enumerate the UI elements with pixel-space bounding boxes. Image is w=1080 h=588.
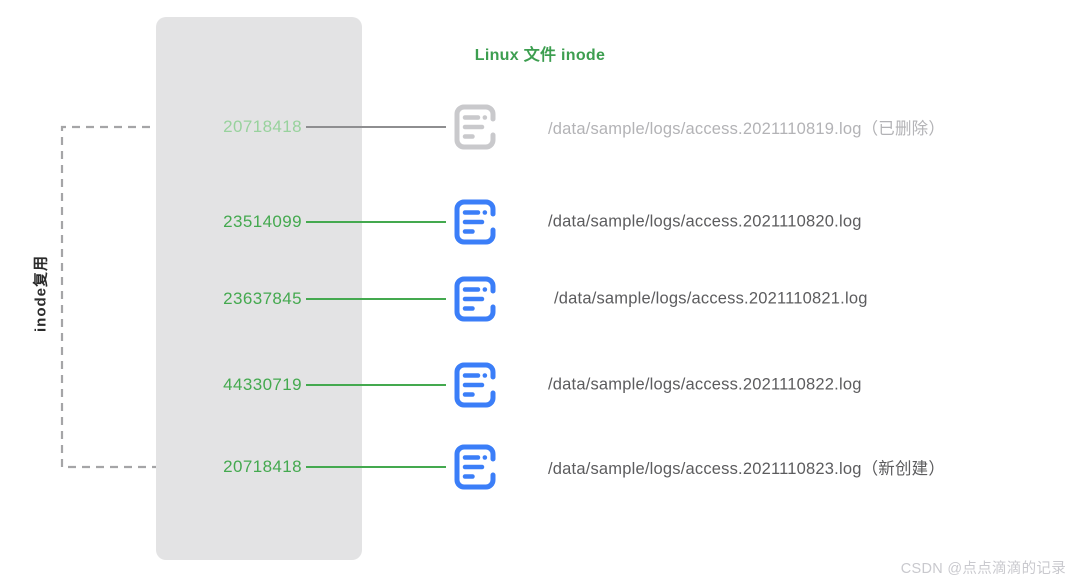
inode-row: 23514099 /data/sample/logs/access.202111… <box>0 195 1080 249</box>
inode-row: 44330719 /data/sample/logs/access.202111… <box>0 358 1080 412</box>
file-path: /data/sample/logs/access.2021110821.log <box>554 289 868 308</box>
connector-line <box>306 126 446 128</box>
inode-number: 23514099 <box>223 212 302 231</box>
log-file-icon <box>448 358 502 412</box>
inode-number: 23637845 <box>223 289 302 308</box>
log-file-icon <box>448 440 502 494</box>
inode-row: 23637845 /data/sample/logs/access.202111… <box>0 272 1080 326</box>
file-path: /data/sample/logs/access.2021110820.log <box>548 212 862 231</box>
inode-row: 20718418 /data/sample/logs/access.202111… <box>0 440 1080 494</box>
inode-number: 20718418 <box>223 117 302 136</box>
inode-number: 44330719 <box>223 375 302 394</box>
connector-line <box>306 466 446 468</box>
log-file-icon <box>448 195 502 249</box>
file-path: /data/sample/logs/access.2021110823.log（… <box>548 460 946 478</box>
inode-number: 20718418 <box>223 457 302 476</box>
file-path: /data/sample/logs/access.2021110819.log（… <box>548 120 946 138</box>
connector-line <box>306 298 446 300</box>
inode-panel <box>156 17 362 560</box>
panel-title: Linux 文件 inode <box>474 47 606 64</box>
connector-line <box>306 221 446 223</box>
connector-line <box>306 384 446 386</box>
inode-row: 20718418 /data/sample/logs/access.202111… <box>0 100 1080 154</box>
log-file-icon <box>448 272 502 326</box>
csdn-watermark: CSDN @点点滴滴的记录 <box>900 561 1066 577</box>
log-file-icon <box>448 100 502 154</box>
file-path: /data/sample/logs/access.2021110822.log <box>548 375 862 394</box>
